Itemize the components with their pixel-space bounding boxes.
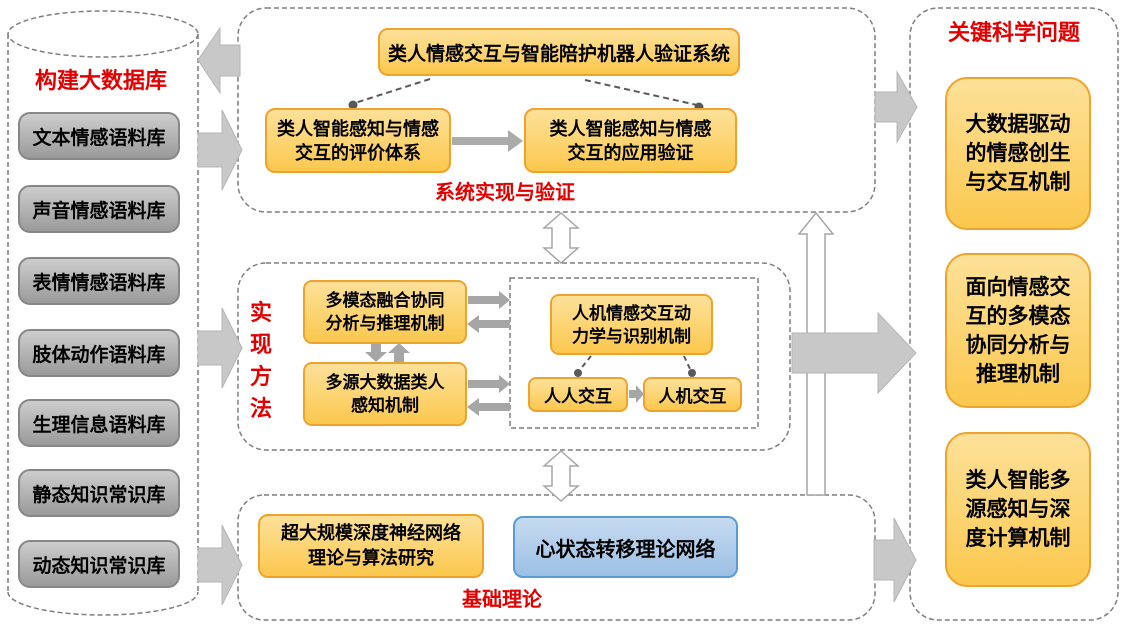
theory-section-label: 基础理论 bbox=[462, 589, 542, 611]
inner-to-perception-arrow bbox=[467, 398, 510, 416]
database-item-dynamic-knowledge: 动态知识常识库 bbox=[18, 540, 180, 588]
fusion-to-perception-down-arrow bbox=[365, 343, 387, 362]
fusion-to-inner-arrow bbox=[468, 291, 510, 309]
database-cylinder bbox=[7, 10, 199, 616]
system-dashed-connectors bbox=[354, 78, 698, 106]
system-to-questions-arrow bbox=[874, 70, 918, 144]
question-deep-computation-box: 类人智能多 源感知与深 度计算机制 bbox=[945, 432, 1091, 587]
method-section-label: 实 现 方 法 bbox=[249, 300, 272, 421]
system-method-double-arrow bbox=[542, 211, 580, 265]
method-theory-double-arrow bbox=[542, 449, 580, 503]
method-inner-frame bbox=[509, 277, 759, 429]
method-to-questions-arrow bbox=[791, 311, 917, 395]
inner-dashed-connectors bbox=[578, 355, 692, 372]
database-item-expression: 表情情感语料库 bbox=[18, 257, 180, 305]
database-item-voice: 声音情感语料库 bbox=[18, 185, 180, 233]
database-title: 构建大数据库 bbox=[34, 68, 167, 93]
state-transfer-network-box: 心状态转移理论网络 bbox=[513, 516, 738, 578]
human-human-interaction-box: 人人交互 bbox=[528, 377, 628, 412]
human-machine-interaction-box: 人机交互 bbox=[643, 377, 742, 412]
perception-to-inner-arrow bbox=[468, 375, 510, 393]
db-to-theory-arrow bbox=[197, 524, 243, 606]
system-to-db-arrow bbox=[197, 26, 241, 95]
evaluation-to-application-arrow bbox=[452, 130, 523, 152]
questions-section-frame bbox=[909, 7, 1119, 621]
database-item-static-knowledge: 静态知识常识库 bbox=[18, 469, 180, 517]
neural-network-theory-box: 超大规模深度神经网络 理论与算法研究 bbox=[258, 514, 484, 578]
system-verification-box: 类人情感交互与智能陪护机器人验证系统 bbox=[378, 28, 740, 76]
connector-dot bbox=[348, 100, 358, 110]
evaluation-system-box: 类人智能感知与情感 交互的评价体系 bbox=[265, 108, 451, 173]
connector-dot bbox=[688, 369, 696, 377]
database-item-text: 文本情感语料库 bbox=[18, 112, 180, 160]
theory-to-questions-arrow bbox=[873, 517, 917, 603]
question-multimodal-analysis-box: 面向情感交 互的多模态 协同分析与 推理机制 bbox=[945, 253, 1091, 408]
database-item-body: 肢体动作语料库 bbox=[18, 329, 180, 377]
perception-to-fusion-up-arrow bbox=[388, 343, 410, 362]
connector-dot bbox=[574, 369, 582, 377]
system-section-label: 系统实现与验证 bbox=[435, 182, 575, 204]
db-to-system-arrow bbox=[197, 109, 243, 191]
db-to-method-arrow bbox=[197, 307, 243, 389]
database-item-physiology: 生理信息语料库 bbox=[18, 399, 180, 447]
bigdata-perception-box: 多源大数据类人 感知机制 bbox=[303, 362, 467, 426]
multimodal-fusion-box: 多模态融合协同 分析与推理机制 bbox=[303, 280, 467, 344]
application-verification-box: 类人智能感知与情感 交互的应用验证 bbox=[524, 108, 737, 173]
question-bigdata-emotion-box: 大数据驱动 的情感创生 与交互机制 bbox=[945, 77, 1091, 230]
interaction-dynamics-box: 人机情感交互动 力学与识别机制 bbox=[550, 294, 713, 355]
inner-to-fusion-arrow bbox=[467, 315, 510, 333]
hh-to-hm-arrow bbox=[629, 385, 644, 403]
questions-title: 关键科学问题 bbox=[947, 20, 1080, 45]
